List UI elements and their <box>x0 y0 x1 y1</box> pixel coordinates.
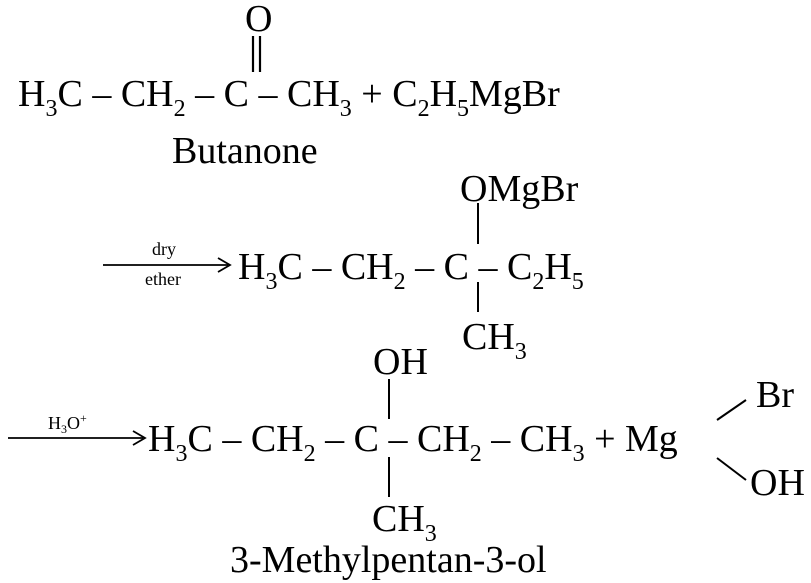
plus-sign-step1: + <box>351 73 393 115</box>
hydroxide-label: OH <box>750 462 805 504</box>
mg-br-bond <box>716 399 747 421</box>
arrow-step3-condition: H3O+ <box>48 411 87 436</box>
butanone-label: Butanone <box>172 130 318 172</box>
omgbr-group: OMgBr <box>460 168 579 210</box>
methyl-group-step3: CH3 <box>372 498 437 547</box>
carbonyl-oxygen: O <box>245 0 273 40</box>
arrow-step3-head <box>132 430 147 446</box>
product-label: 3-Methylpentan-3-ol <box>230 539 547 581</box>
arrow-step2-condition-bottom: ether <box>145 269 181 289</box>
magnesium-center: Mg <box>625 418 678 460</box>
plus-sign-step3: + <box>584 418 625 460</box>
hydroxyl-group: OH <box>373 341 428 383</box>
bromide-label: Br <box>756 374 794 416</box>
grignard-reagent: C2H5MgBr <box>392 73 560 122</box>
arrow-step2-condition-top: dry <box>152 239 176 259</box>
product-formula: H3C – CH2 – C – CH2 – CH3 + Mg <box>148 418 678 467</box>
mg-oh-bond <box>716 457 747 481</box>
methyl-group-step2: CH3 <box>462 316 527 365</box>
arrow-step2-head <box>217 257 232 273</box>
alkoxide-intermediate-formula: H3C – CH2 – C – C2H5 <box>238 246 584 295</box>
butanone-formula: H3C – CH2 – C – CH3 + C2H5MgBr <box>18 73 560 122</box>
